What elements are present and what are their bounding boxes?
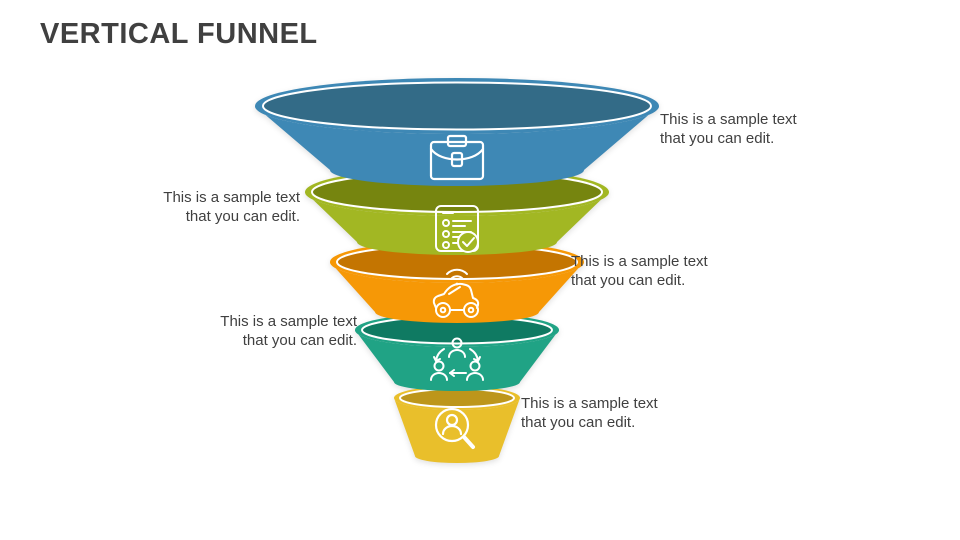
caption-line: This is a sample text <box>521 395 658 412</box>
caption-line: that you can edit. <box>571 272 686 289</box>
caption-line: This is a sample text <box>571 253 708 270</box>
funnel-stage-3-bowl <box>330 262 584 323</box>
smart-vehicle-icon <box>432 268 480 318</box>
funnel-stage-4-bowl <box>355 330 559 391</box>
caption-line: that you can edit. <box>185 208 300 225</box>
caption-stage-5: This is a sample text that you can edit. <box>521 394 658 432</box>
caption-stage-4: This is a sample text that you can edit. <box>220 312 357 350</box>
caption-line: that you can edit. <box>242 332 357 349</box>
person-search-icon <box>434 407 475 449</box>
page-title: VERTICAL FUNNEL <box>40 18 318 50</box>
funnel-stage-2-bowl <box>305 192 609 255</box>
funnel-stage-4 <box>355 313 559 391</box>
funnel-stage-1 <box>255 78 659 186</box>
briefcase-icon <box>429 134 485 181</box>
funnel-stage-1-opening-inner <box>262 81 652 131</box>
caption-line: This is a sample text <box>220 313 357 330</box>
checklist-icon <box>435 205 479 253</box>
caption-stage-1: This is a sample text that you can edit. <box>660 110 797 148</box>
caption-line: that you can edit. <box>521 414 636 431</box>
funnel-stage-5-bowl <box>394 398 520 463</box>
caption-line: that you can edit. <box>660 130 775 147</box>
caption-line: This is a sample text <box>660 111 797 128</box>
caption-stage-3: This is a sample text that you can edit. <box>571 252 708 290</box>
caption-line: This is a sample text <box>163 189 300 206</box>
funnel-stage-5 <box>394 386 520 463</box>
caption-stage-2: This is a sample text that you can edit. <box>163 188 300 226</box>
people-cycle-icon <box>430 337 484 381</box>
funnel-stage-5-opening-inner <box>399 388 515 408</box>
